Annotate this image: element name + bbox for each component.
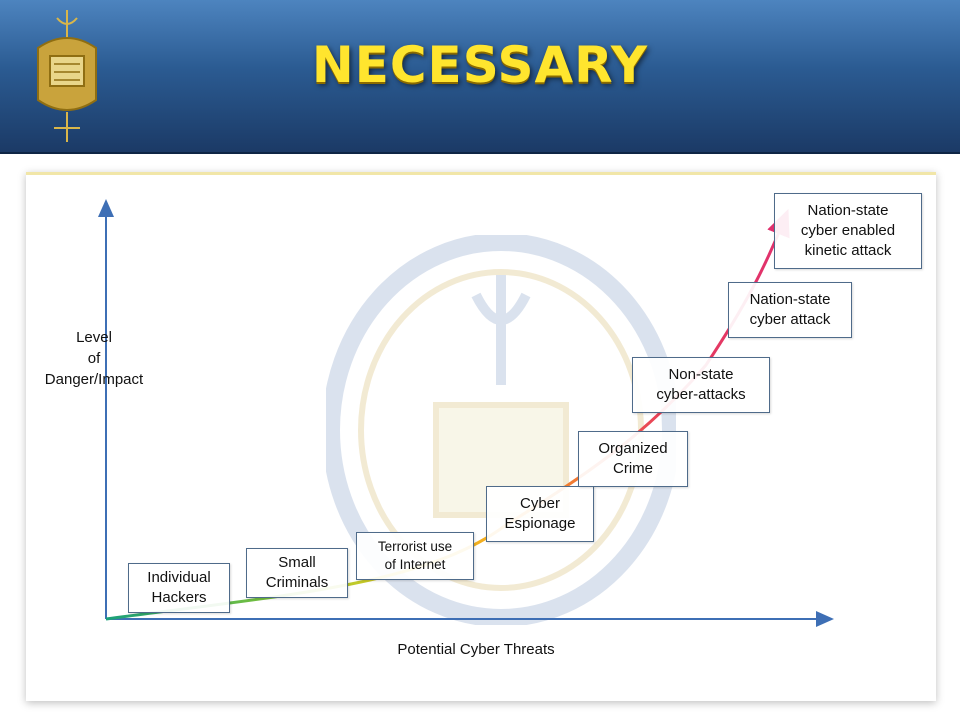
threat-box-individual-hackers: Individual Hackers [128, 563, 230, 613]
naval-academy-crest-logo [37, 10, 97, 142]
threat-box-organized-crime: Organized Crime [578, 431, 688, 487]
threat-box-nation-state-attack: Nation-state cyber attack [728, 282, 852, 338]
header-banner: NECESSARY [0, 0, 960, 154]
threat-box-non-state-attacks: Non-state cyber-attacks [632, 357, 770, 413]
threat-box-terrorist-use: Terrorist use of Internet [356, 532, 474, 580]
page-title: NECESSARY [311, 36, 649, 94]
y-axis-label: Level of Danger/Impact [44, 329, 144, 388]
threat-box-cyber-espionage: Cyber Espionage [486, 486, 594, 542]
threat-box-small-criminals: Small Criminals [246, 548, 348, 598]
x-axis-label: Potential Cyber Threats [397, 641, 555, 658]
diagram-panel: Level of Danger/Impact Potential Cyber T… [26, 172, 936, 701]
threat-box-kinetic-attack: Nation-state cyber enabled kinetic attac… [774, 193, 922, 269]
